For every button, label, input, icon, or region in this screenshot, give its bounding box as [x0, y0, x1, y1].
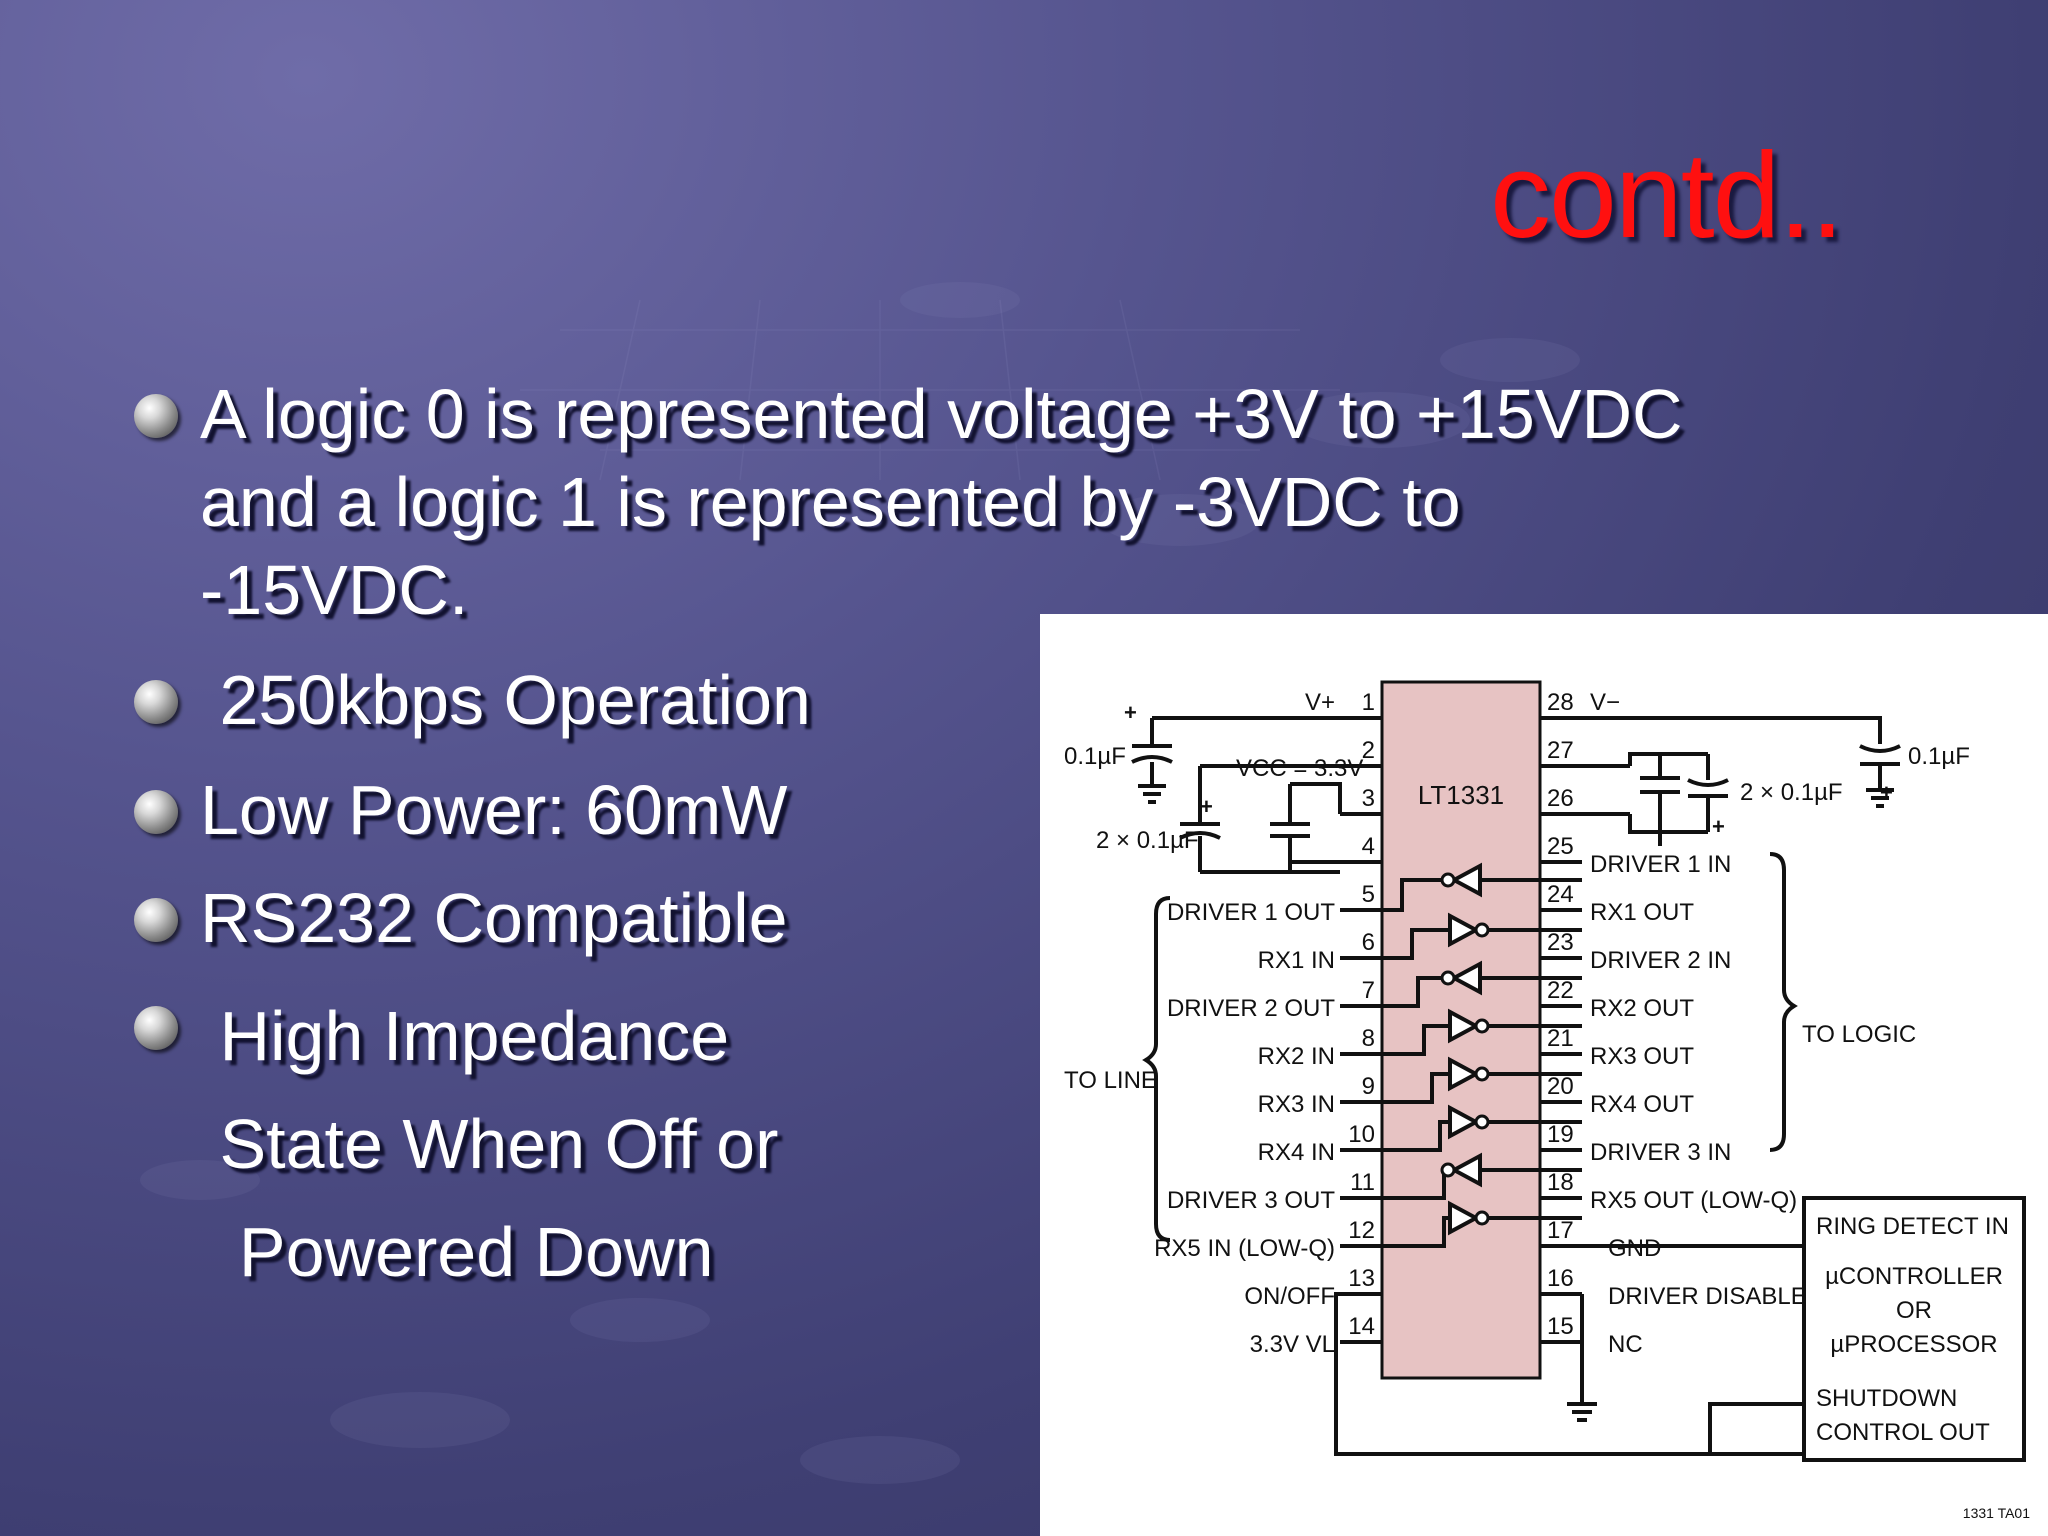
controller-control-out: CONTROL OUT: [1816, 1419, 1990, 1446]
plus-sign: +: [1880, 780, 1893, 805]
plus-sign: +: [1712, 814, 1725, 839]
bullet-low-power: Low Power: 60mW: [200, 766, 787, 854]
bullet-point-icon: [134, 1006, 178, 1050]
pin-number: 17: [1547, 1217, 1574, 1244]
pin-number: 22: [1547, 977, 1574, 1004]
cap-right-pair-label: 2 × 0.1µF: [1740, 779, 1843, 806]
bullet-line: RS232 Compatible: [200, 879, 788, 957]
bullet-line: -15VDC.: [200, 551, 469, 629]
pin-number: 5: [1362, 881, 1375, 908]
pin-number: 12: [1348, 1217, 1375, 1244]
cap-left-top-label: 0.1µF: [1064, 743, 1126, 770]
plus-sign: +: [1124, 700, 1137, 725]
pin-number: 13: [1348, 1265, 1375, 1292]
pin-number: 16: [1547, 1265, 1574, 1292]
bullet-point-icon: [134, 394, 178, 438]
pin-label: NC: [1608, 1331, 1643, 1358]
pin-number: 8: [1362, 1025, 1375, 1052]
pin-label: RX1 IN: [1258, 947, 1335, 974]
controller-mcu: µCONTROLLER: [1825, 1263, 2003, 1290]
controller-shutdown: SHUTDOWN: [1816, 1385, 1957, 1412]
bullet-point-icon: [134, 680, 178, 724]
bullet-logic-levels: A logic 0 is represented voltage +3V to …: [200, 370, 1683, 634]
vcc-label: VCC = 3.3V: [1236, 755, 1363, 782]
pin-number: 21: [1547, 1025, 1574, 1052]
pin-label: V+: [1305, 689, 1335, 716]
pin-number: 24: [1547, 881, 1574, 908]
bullet-line: A logic 0 is represented voltage +3V to …: [200, 375, 1683, 453]
pin-label: DRIVER 2 IN: [1590, 947, 1731, 974]
pin-label: DRIVER DISABLE: [1608, 1283, 1807, 1310]
pin-number: 10: [1348, 1121, 1375, 1148]
pin-label: ON/OFF: [1244, 1283, 1335, 1310]
pin-number: 7: [1362, 977, 1375, 1004]
bullet-point-icon: [134, 790, 178, 834]
pin-number: 2: [1362, 737, 1375, 764]
bullet-line: Low Power: 60mW: [200, 771, 788, 849]
pin-label: RX2 IN: [1258, 1043, 1335, 1070]
bullet-point-icon: [134, 898, 178, 942]
lt1331-circuit-diagram: LT1331: [1040, 614, 2048, 1536]
plus-sign: +: [1200, 794, 1213, 819]
bullet-rs232: RS232 Compatible: [200, 874, 788, 962]
pin-label: RX1 OUT: [1590, 899, 1694, 926]
pin-number: 26: [1547, 785, 1574, 812]
pin-label: RX2 OUT: [1590, 995, 1694, 1022]
pin-number: 15: [1547, 1313, 1574, 1340]
bullet-line: Powered Down: [200, 1213, 714, 1291]
controller-or: OR: [1896, 1297, 1932, 1324]
pin-number: 4: [1362, 833, 1375, 860]
bullet-high-impedance: High Impedance State When Off or Powered…: [200, 982, 778, 1306]
bullet-line: 250kbps Operation: [200, 661, 811, 739]
to-line-label: TO LINE: [1064, 1067, 1157, 1094]
pin-number: 11: [1350, 1169, 1375, 1196]
pin-label: RX4 OUT: [1590, 1091, 1694, 1118]
pin-label: RX3 IN: [1258, 1091, 1335, 1118]
pin-label: DRIVER 3 IN: [1590, 1139, 1731, 1166]
pin-number: 18: [1547, 1169, 1574, 1196]
pin-label: RX5 OUT (LOW-Q): [1590, 1187, 1797, 1214]
bullet-line: and a logic 1 is represented by -3VDC to: [200, 463, 1461, 541]
bullet-line: State When Off or: [200, 1105, 779, 1183]
pin-label: DRIVER 1 OUT: [1167, 899, 1335, 926]
pin-number: 19: [1547, 1121, 1574, 1148]
pin-number: 27: [1547, 737, 1574, 764]
to-logic-label: TO LOGIC: [1802, 1021, 1916, 1048]
pin-label: RX3 OUT: [1590, 1043, 1694, 1070]
pin-number: 25: [1547, 833, 1574, 860]
pin-label: GND: [1608, 1235, 1661, 1262]
pin-number: 3: [1362, 785, 1375, 812]
pin-label: V−: [1590, 689, 1620, 716]
bullet-data-rate: 250kbps Operation: [200, 656, 811, 744]
pin-label: RX4 IN: [1258, 1139, 1335, 1166]
pin-label: DRIVER 2 OUT: [1167, 995, 1335, 1022]
pin-number: 28: [1547, 689, 1574, 716]
controller-box: [1802, 1196, 2026, 1462]
pin-number: 14: [1348, 1313, 1375, 1340]
pin-number: 6: [1362, 929, 1375, 956]
bullet-line: High Impedance: [200, 997, 730, 1075]
pin-number: 20: [1547, 1073, 1574, 1100]
pin-number: 1: [1362, 689, 1375, 716]
chip-name: LT1331: [1418, 780, 1504, 810]
figure-id: 1331 TA01: [1963, 1505, 2030, 1521]
pin-label: DRIVER 1 IN: [1590, 851, 1731, 878]
pin-label: 3.3V VL: [1250, 1331, 1335, 1358]
controller-ring-detect: RING DETECT IN: [1816, 1213, 2009, 1240]
cap-left-pair-label: 2 × 0.1µF: [1096, 827, 1199, 854]
cap-right-top-label: 0.1µF: [1908, 743, 1970, 770]
pin-label: RX5 IN (LOW-Q): [1154, 1235, 1335, 1262]
pin-number: 23: [1547, 929, 1574, 956]
pin-label: DRIVER 3 OUT: [1167, 1187, 1335, 1214]
controller-mpu: µPROCESSOR: [1830, 1331, 1997, 1358]
pin-number: 9: [1362, 1073, 1375, 1100]
slide-title: contd..: [1490, 127, 1844, 263]
